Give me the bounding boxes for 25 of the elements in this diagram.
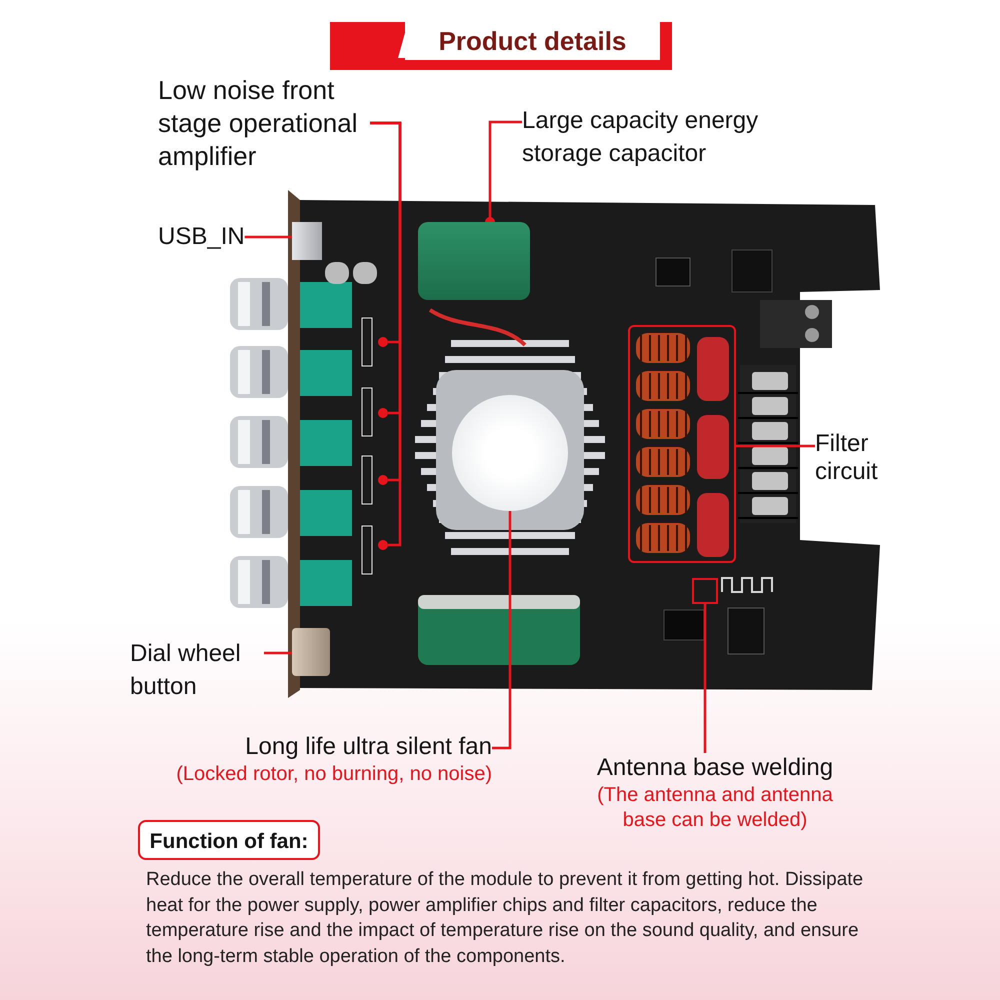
callout-note: (Locked rotor, no burning, no noise) <box>175 762 492 787</box>
callout-text: Large capacity energy storage capacitor <box>522 104 812 170</box>
heading-text: Function of fan: <box>148 829 310 854</box>
callout-text: Antenna base welding <box>596 753 834 783</box>
leader-line <box>264 652 292 654</box>
title-banner-label <box>405 22 660 60</box>
leader-line <box>704 604 706 753</box>
leader-line <box>736 444 815 448</box>
dial-wheel <box>292 628 330 676</box>
callout-text: Dial wheel button <box>130 637 264 703</box>
leader-line <box>492 511 512 750</box>
callout-note: (The antenna and antenna base can be welded) <box>596 783 834 833</box>
leader-line <box>370 122 402 546</box>
leader-line <box>244 236 292 238</box>
description-paragraph: Reduce the overall temperature of the module to prevent it from getting hot. Dissipate heat for the power supply, power amplifier chips and filter capacitors, reduce the temperature rise and the impact of temperature rise on the sound quality, and ensure the long-term stable operation of the components. <box>146 868 864 968</box>
capacitor <box>418 222 530 300</box>
antenna-base-outline <box>692 578 718 604</box>
callout-text: Long life ultra silent fan <box>244 732 492 762</box>
callout-text: USB_IN <box>158 222 245 252</box>
callout-text: Filter circuit <box>815 430 915 486</box>
callout-text: Low noise front stage operational amplifier <box>158 74 370 173</box>
usb-port <box>292 222 322 260</box>
heading-text: Product details <box>438 26 628 58</box>
filter-circuit-outline <box>628 325 736 563</box>
section-heading <box>138 820 320 860</box>
